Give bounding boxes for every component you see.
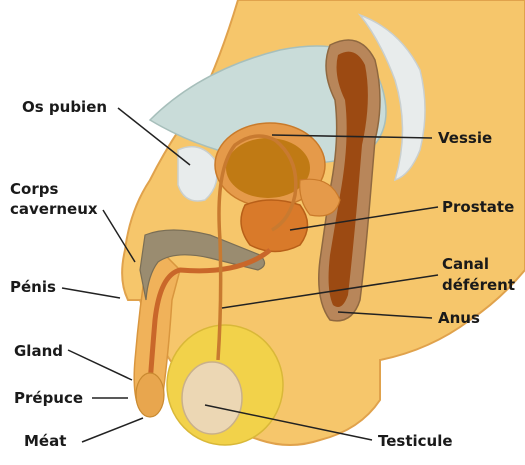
label-testicule: Testicule bbox=[378, 432, 453, 450]
pubic-bone bbox=[178, 147, 217, 201]
label-prepuce: Prépuce bbox=[14, 389, 83, 407]
label-gland: Gland bbox=[14, 342, 63, 360]
label-canal-deferent-line1: Canal bbox=[442, 255, 489, 273]
leader-gland bbox=[68, 350, 132, 380]
prostate-gland bbox=[241, 200, 308, 252]
label-canal-deferent-line2: déférent bbox=[442, 276, 515, 294]
label-prostate: Prostate bbox=[442, 198, 514, 216]
label-os-pubien: Os pubien bbox=[22, 98, 107, 116]
label-meat: Méat bbox=[24, 432, 66, 450]
label-vessie: Vessie bbox=[438, 129, 492, 147]
leader-penis bbox=[62, 288, 120, 298]
label-corps-caverneux-line1: Corps bbox=[10, 180, 58, 198]
label-anus: Anus bbox=[438, 309, 480, 327]
label-corps-caverneux-line2: caverneux bbox=[10, 200, 98, 218]
glans bbox=[136, 373, 164, 417]
label-penis: Pénis bbox=[10, 278, 56, 296]
leader-meat bbox=[82, 418, 143, 442]
testis bbox=[182, 362, 242, 434]
